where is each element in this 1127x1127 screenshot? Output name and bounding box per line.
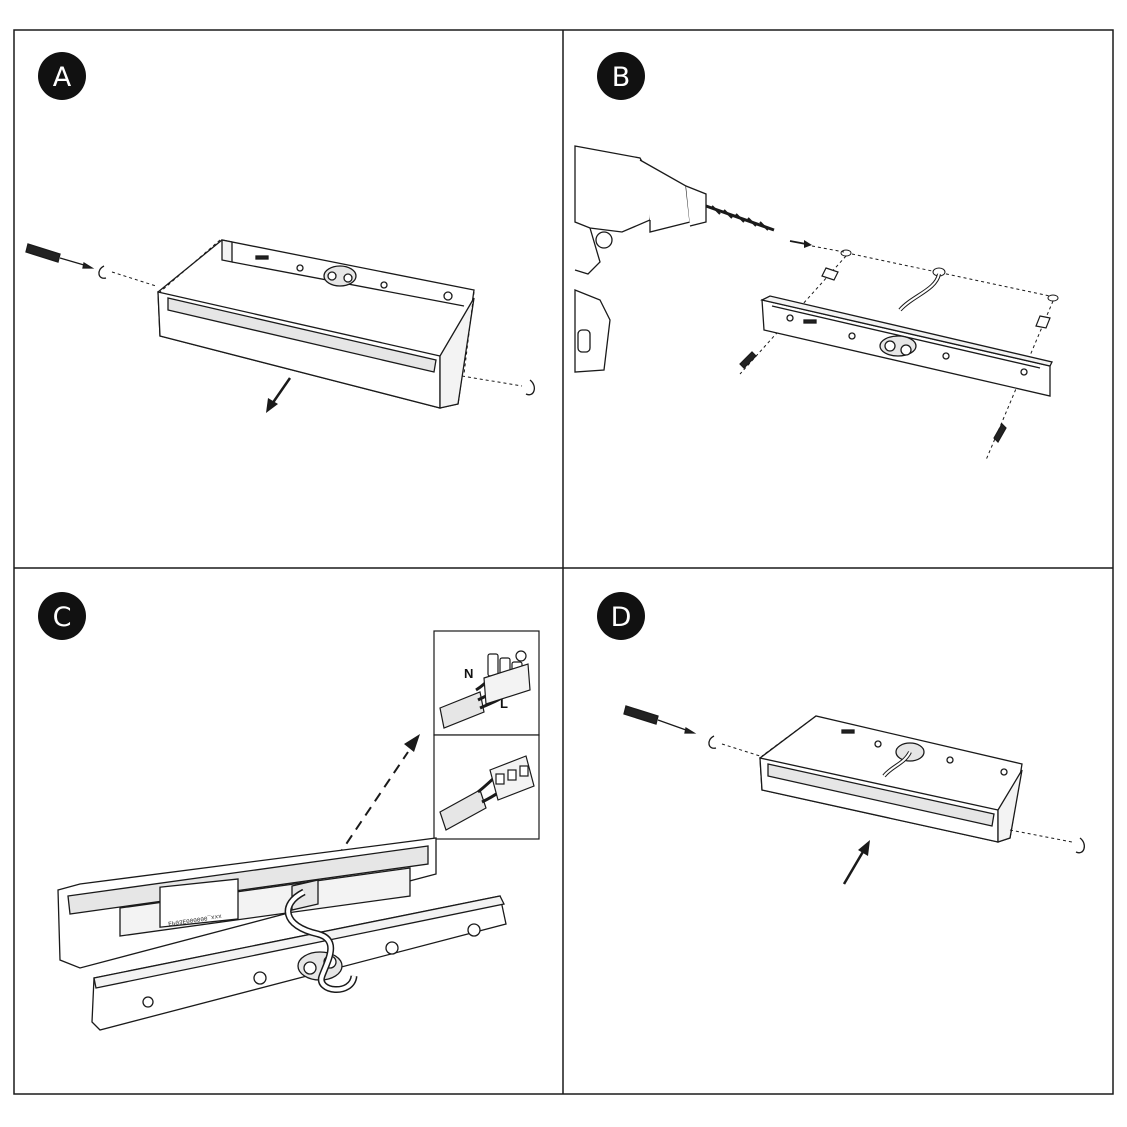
- luminaire-d: [759, 715, 1023, 843]
- rotate-arrow-icon: [525, 379, 536, 396]
- rotate-arrow-icon: [1075, 837, 1086, 854]
- luminaire-a: [157, 239, 475, 409]
- luminaire-c: [57, 837, 507, 1031]
- rotate-arrow-icon: [708, 735, 717, 749]
- direction-arrow-icon: [789, 240, 812, 248]
- direction-arrow-icon: [842, 840, 870, 885]
- screw-icon: [739, 267, 1051, 443]
- wiring-detail-top: [433, 630, 540, 736]
- svg-text:D: D: [611, 602, 632, 633]
- svg-text:A: A: [53, 62, 72, 93]
- step-badge-c: C: [38, 592, 86, 640]
- direction-arrow-icon: [266, 377, 292, 413]
- svg-text:C: C: [53, 602, 72, 633]
- mounting-plate-b: [760, 295, 1053, 397]
- drill-icon: [574, 145, 775, 373]
- step-badge-a: A: [38, 52, 86, 100]
- neutral-label: N: [464, 666, 473, 681]
- panel-c: C N L: [38, 592, 540, 1031]
- wiring-detail-bottom: [433, 734, 540, 840]
- panel-a: A: [25, 52, 536, 413]
- rotate-arrow-icon: [98, 265, 107, 279]
- step-badge-d: D: [597, 592, 645, 640]
- svg-text:B: B: [612, 62, 631, 93]
- panel-b: B: [574, 52, 1059, 461]
- screwdriver-icon: [623, 705, 697, 734]
- screwdriver-icon: [25, 243, 95, 269]
- step-badge-b: B: [597, 52, 645, 100]
- panel-d: D: [597, 592, 1086, 885]
- live-label: L: [500, 696, 508, 711]
- panel-grid: [13, 29, 1114, 1095]
